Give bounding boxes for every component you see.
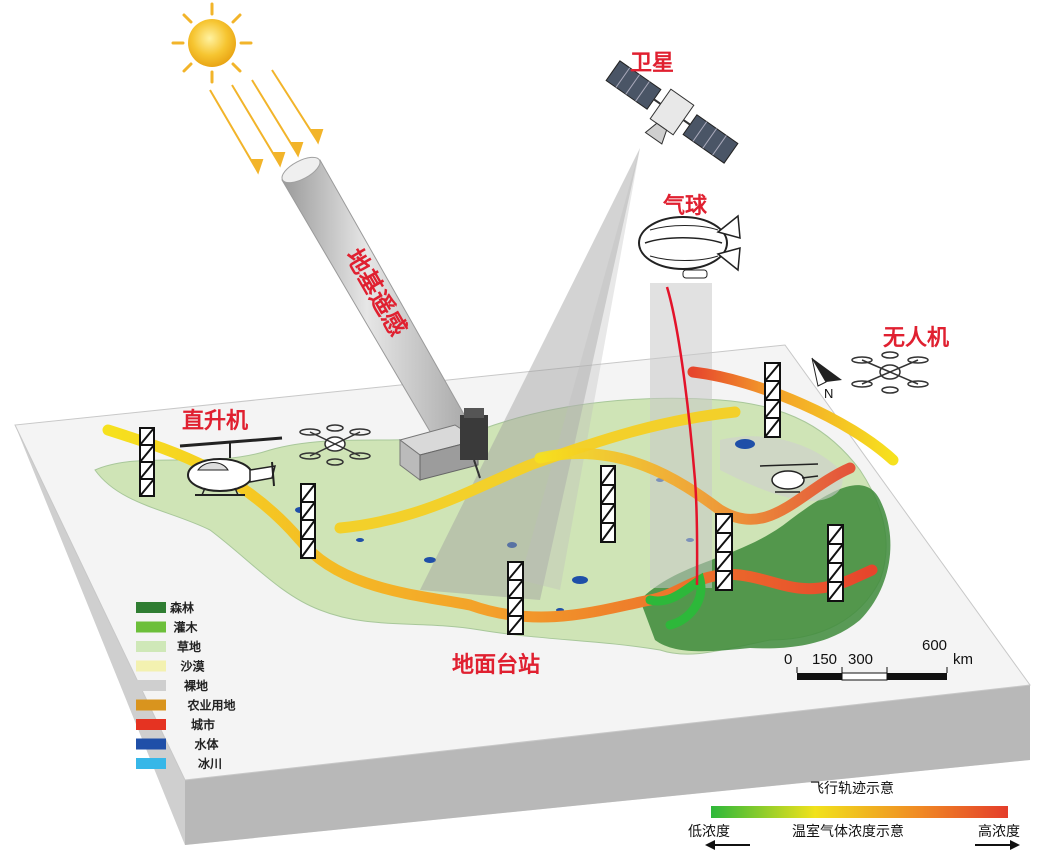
legend-swatch <box>136 719 166 730</box>
balloon-column <box>650 283 712 588</box>
legend-label: 裸地 <box>184 678 208 693</box>
legend-label: 沙漠 <box>181 659 206 674</box>
tower-5 <box>715 513 733 591</box>
tower-3 <box>507 561 524 635</box>
north-arrow-icon: N <box>811 357 842 401</box>
legend-swatch <box>136 621 166 633</box>
legend-swatch <box>136 680 166 691</box>
tower-6 <box>764 362 781 438</box>
trajectory-east <box>687 366 899 466</box>
ground-instrument-icon <box>398 408 488 481</box>
sun-icon <box>171 2 253 84</box>
tower-1 <box>139 427 155 497</box>
balloon-vertical-path <box>665 286 699 586</box>
arrow-right-head-icon <box>1010 840 1020 850</box>
legend-label: 水体 <box>195 737 220 752</box>
colorbar-high: 高浓度 <box>978 823 1020 840</box>
colorbar: 飞行轨迹示意 低浓度 温室气体浓度示意 高浓度 <box>688 780 1020 850</box>
tower-4 <box>600 465 616 543</box>
legend-label: 冰川 <box>198 756 222 771</box>
label-ground-station: 地面台站 <box>452 652 540 678</box>
scale-bar: 0 150 300 600 km <box>784 637 973 681</box>
label-drone: 无人机 <box>883 326 949 351</box>
satellite-beam-inner <box>520 148 640 590</box>
colorbar-low: 低浓度 <box>688 824 730 840</box>
satellite-icon <box>605 60 739 164</box>
legend-swatch <box>136 660 166 672</box>
scale-tick-0: 0 <box>784 651 792 668</box>
legend-label: 城市 <box>191 717 215 732</box>
north-label: N <box>824 386 833 401</box>
scale-unit: km <box>953 651 973 668</box>
colorbar-title: 飞行轨迹示意 <box>810 780 894 797</box>
flight-trajectories <box>102 366 899 630</box>
drone-icon-right <box>851 351 929 394</box>
scale-tick-150: 150 <box>812 651 837 668</box>
label-satellite: 卫星 <box>630 51 674 76</box>
helicopter-icon <box>179 436 283 496</box>
colorbar-mid: 温室气体浓度示意 <box>792 823 904 840</box>
sun-rays <box>209 69 324 175</box>
legend-swatch <box>136 758 166 769</box>
colorbar-gradient <box>711 806 1008 818</box>
scale-tick-300: 300 <box>848 651 873 668</box>
legend-label: 森林 <box>170 600 194 615</box>
balloon-icon <box>638 214 741 279</box>
trajectory-south <box>102 424 878 623</box>
legend-label: 草地 <box>177 639 201 654</box>
legend-swatch <box>136 602 166 613</box>
trajectory-low-segment <box>645 572 706 630</box>
trajectory-middle <box>534 448 856 525</box>
tower-7 <box>827 524 844 602</box>
helicopter-small-icon <box>759 463 819 493</box>
trajectory-north <box>334 406 741 534</box>
legend-swatch <box>136 641 166 652</box>
legend-swatch <box>136 738 166 750</box>
arrow-left-head-icon <box>705 840 715 850</box>
label-balloon: 气球 <box>662 193 708 219</box>
tower-2 <box>300 483 316 559</box>
scale-tick-600: 600 <box>922 637 947 654</box>
legend-label: 农业用地 <box>187 698 236 713</box>
drone-icon-left <box>299 424 371 466</box>
label-helicopter: 直升机 <box>182 408 248 434</box>
legend-label: 灌木 <box>173 620 199 635</box>
legend-swatch <box>136 699 166 711</box>
